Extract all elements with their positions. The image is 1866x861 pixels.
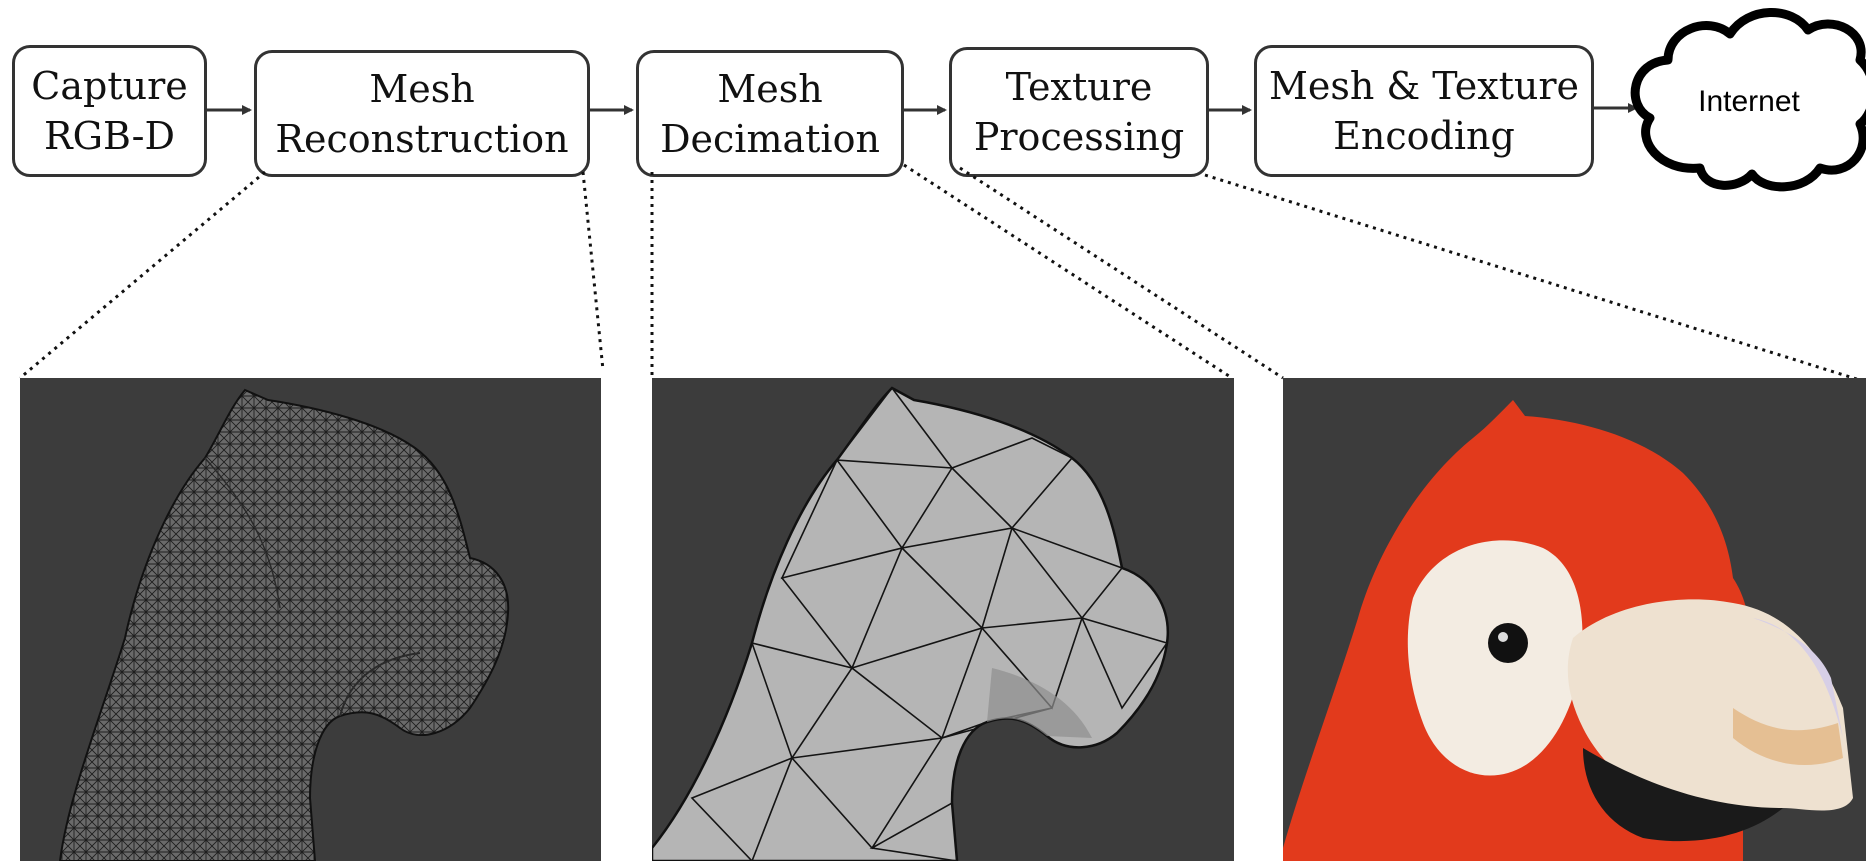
dense-wireframe-image — [58, 388, 510, 861]
step-label-line1: Capture — [31, 64, 188, 108]
step-mesh-reconstruction: Mesh Reconstruction — [254, 50, 590, 177]
flow-arrows — [207, 103, 1638, 115]
step-texture-processing: Texture Processing — [949, 47, 1209, 177]
cloud-icon — [1630, 8, 1866, 192]
step-label-line2: Decimation — [660, 116, 880, 161]
decimated-mesh-image — [652, 386, 1170, 861]
step-label-line2: Encoding — [1333, 114, 1515, 158]
step-label-line1: Texture — [1005, 65, 1153, 109]
step-label-line1: Mesh & Texture — [1268, 64, 1580, 108]
step-label-line2: Processing — [973, 115, 1185, 159]
decimated-triangles — [690, 388, 1168, 861]
parrot-silhouette-decimated — [652, 386, 1170, 861]
step-label-line2: RGB-D — [44, 114, 175, 158]
decimated-mesh-panel — [652, 378, 1234, 861]
internet-label: Internet — [1698, 85, 1800, 118]
step-label-line2: Reconstruction — [275, 116, 569, 161]
step-label-line1: Mesh — [717, 66, 823, 111]
step-mesh-texture-encoding: Mesh & Texture Encoding — [1254, 45, 1594, 177]
parrot-beak — [1567, 599, 1853, 818]
parrot-silhouette-dense — [58, 388, 510, 861]
step-capture-rgbd: Capture RGB-D — [12, 45, 207, 177]
zoom-lines — [19, 163, 1866, 384]
step-mesh-decimation: Mesh Decimation — [636, 50, 904, 177]
textured-mesh-panel — [1283, 378, 1866, 861]
dense-wireframe-panel — [20, 378, 601, 861]
step-label-line1: Mesh — [369, 66, 475, 111]
textured-parrot-image — [1283, 400, 1853, 861]
parrot-eye — [1488, 623, 1528, 663]
parrot-lower-beak — [1583, 748, 1783, 842]
